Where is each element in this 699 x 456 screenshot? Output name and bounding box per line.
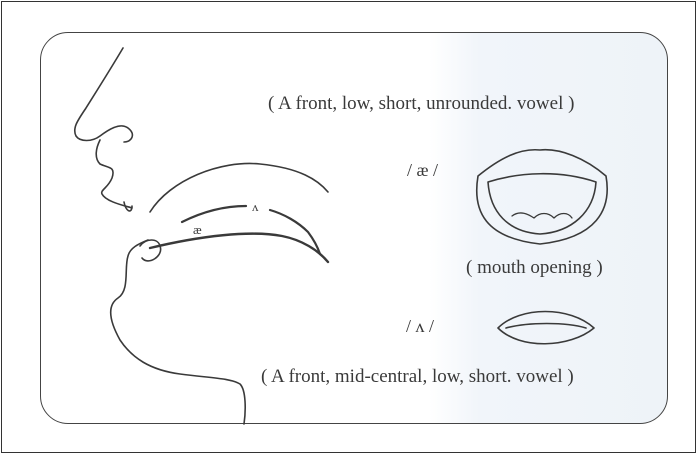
mouth-open-inner <box>488 174 596 234</box>
tongue-position-ae <box>150 234 328 262</box>
mouth-narrow-outer <box>498 312 594 344</box>
mouth-narrow-inner <box>506 324 586 329</box>
mouth-open-outer <box>477 150 607 244</box>
caption-mouth-opening: ( mouth opening ) <box>466 257 603 279</box>
tongue-label-ae: æ <box>193 222 202 238</box>
palate-line <box>150 163 328 212</box>
face-profile-upper <box>75 48 133 208</box>
caption-uh-vowel: ( A front, mid-central, low, short. vowe… <box>261 366 574 388</box>
lower-lip-shape <box>140 240 161 261</box>
tongue-label-uh: ʌ <box>252 199 259 215</box>
symbol-ae: / æ / <box>407 160 438 181</box>
tongue-position-uh <box>182 206 320 254</box>
lower-teeth <box>512 213 572 218</box>
face-profile-lower <box>111 240 246 424</box>
caption-ae-vowel: ( A front, low, short, unrounded. vowel … <box>268 93 574 115</box>
symbol-uh: / ʌ / <box>406 316 434 337</box>
